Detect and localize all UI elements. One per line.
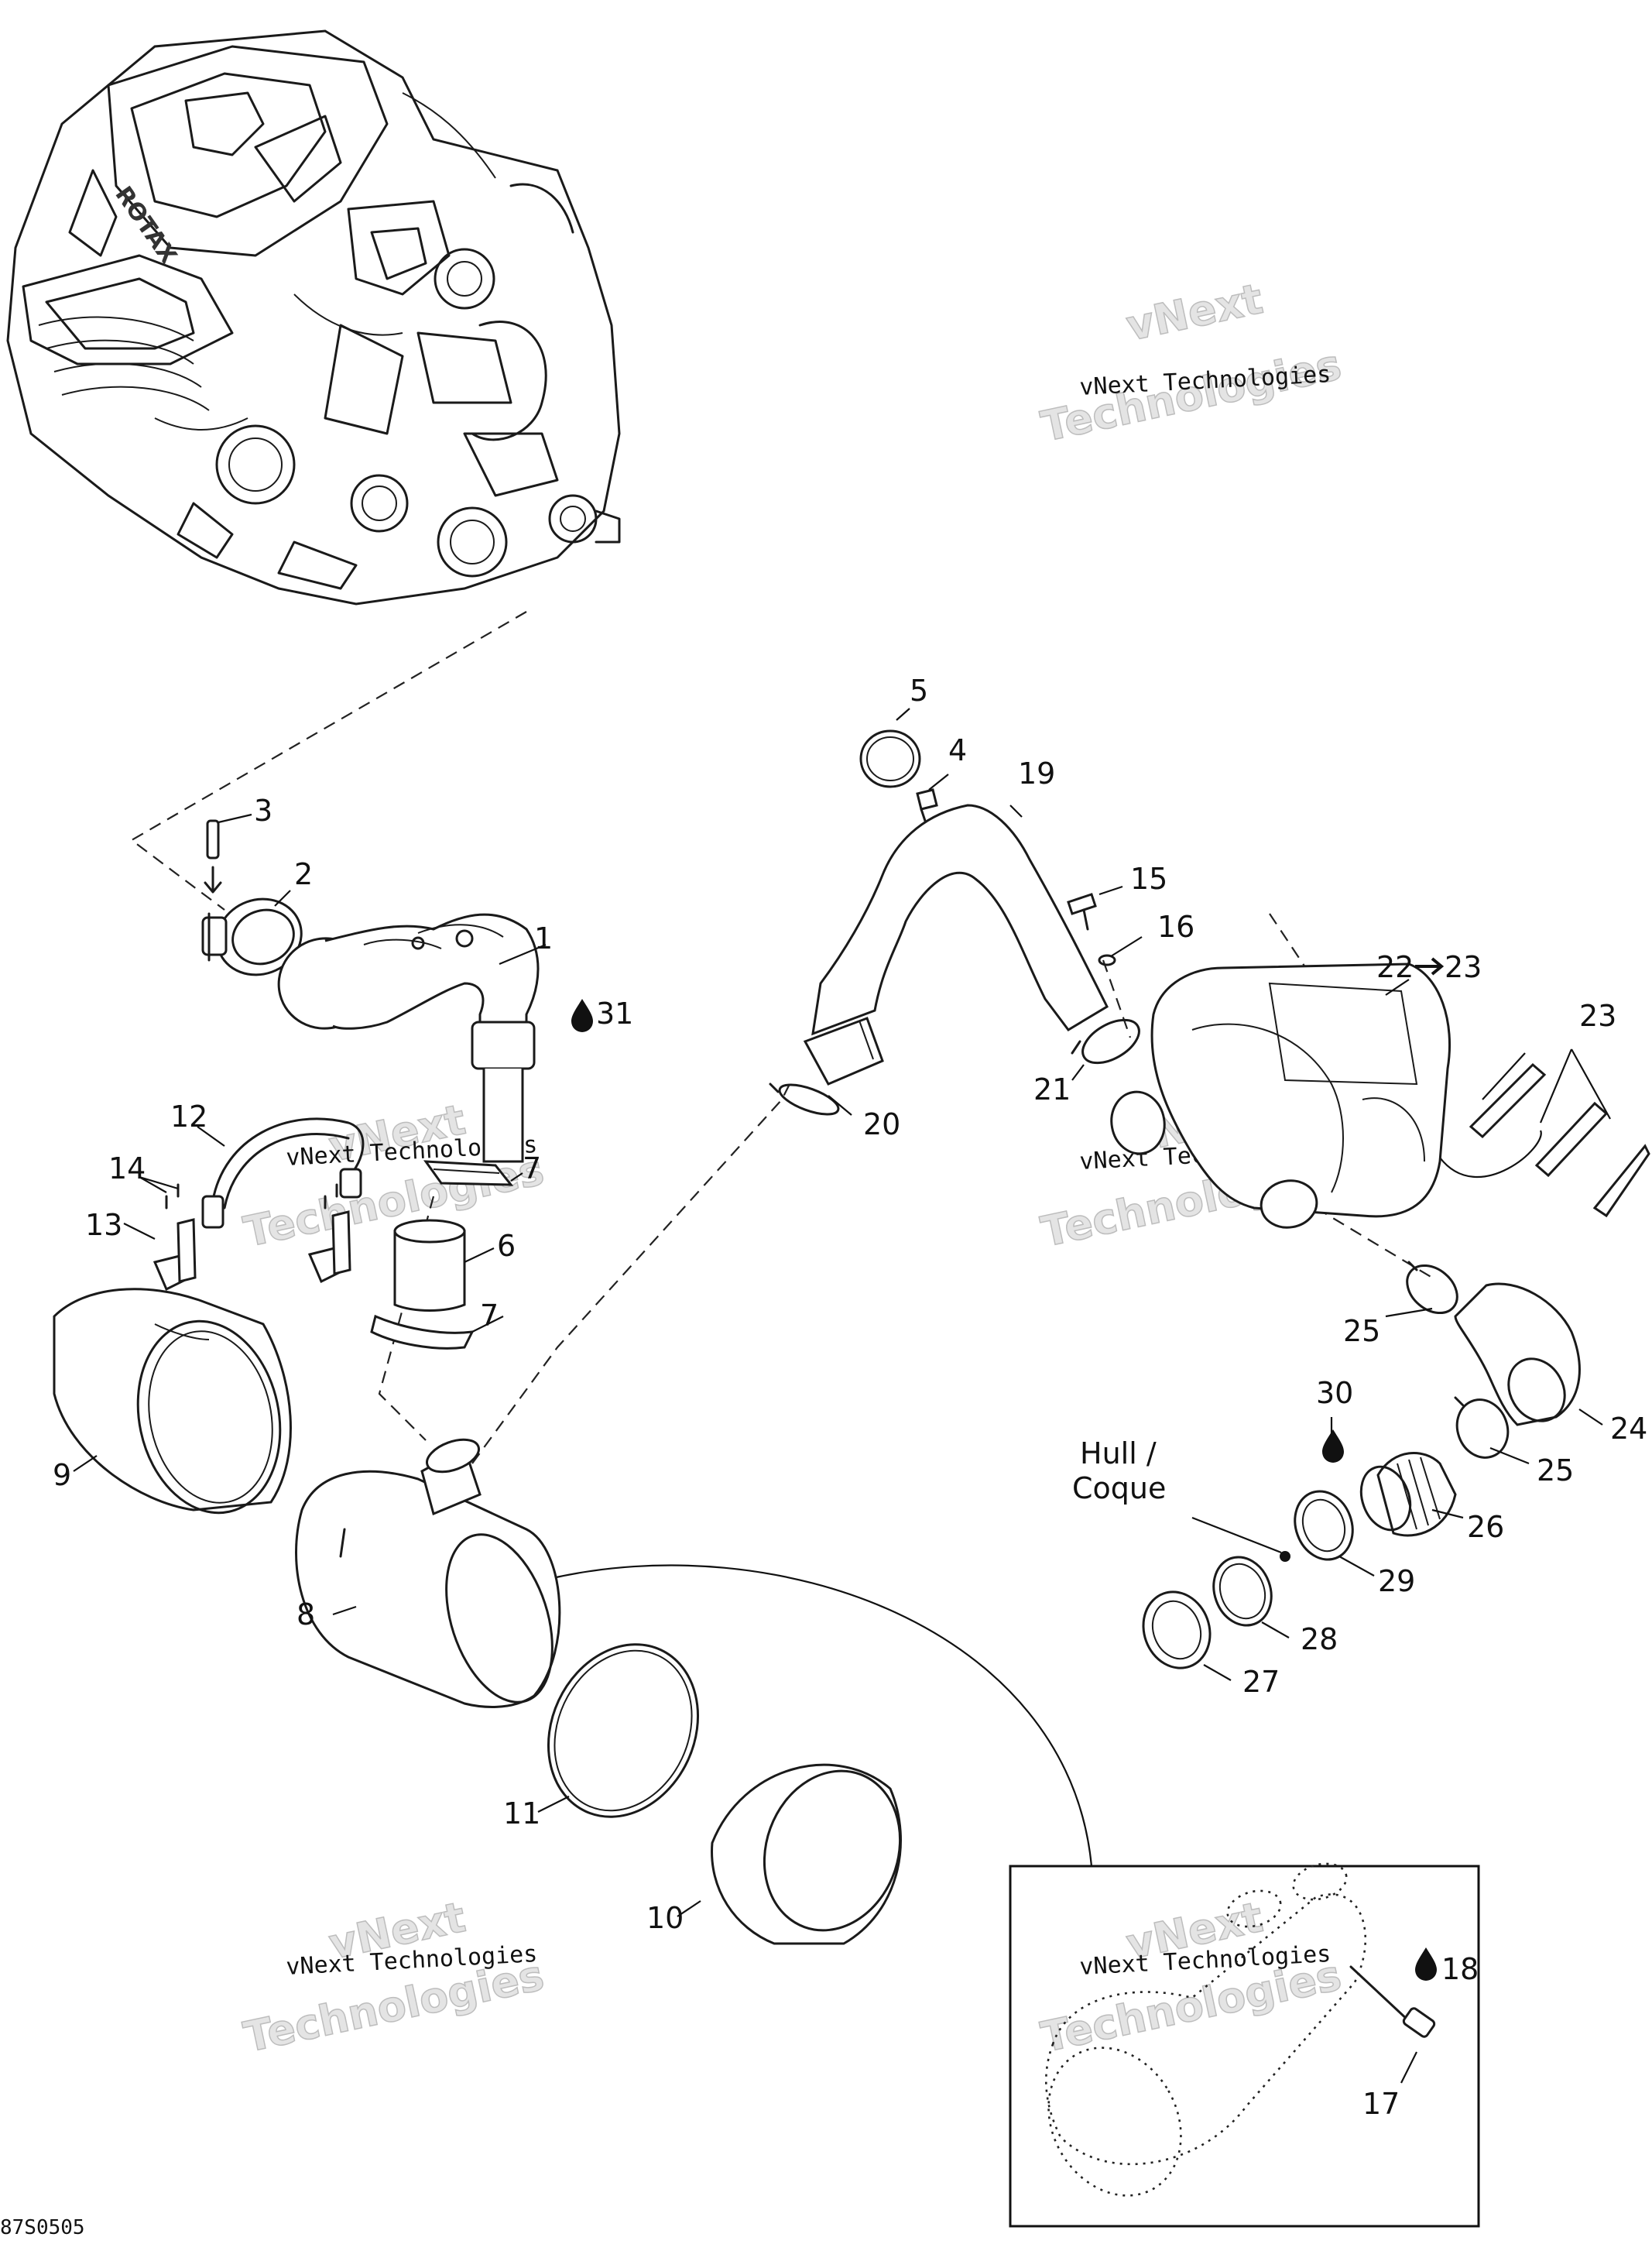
callout-19: 19 — [1018, 757, 1055, 791]
part-muffler — [295, 1438, 561, 1708]
part-clamp — [201, 897, 303, 976]
svg-text:vNext: vNext — [1122, 274, 1267, 351]
callout-20: 20 — [863, 1107, 900, 1141]
fluid-drop-icon — [1415, 1947, 1437, 1981]
callout-15: 15 — [1130, 862, 1167, 896]
callout-10: 10 — [646, 1901, 684, 1935]
callout-31-group: 31 — [571, 997, 633, 1032]
callout-23: 23 — [1579, 999, 1616, 1033]
callout-25-upper: 25 — [1343, 1314, 1380, 1348]
callout-18-group: 18 — [1415, 1947, 1479, 1986]
part-clamp-upper — [423, 1160, 514, 1186]
part-clamp-25b — [1454, 1396, 1510, 1459]
callout-8: 8 — [296, 1597, 315, 1632]
part-water-box — [1110, 962, 1451, 1229]
callout-30: 30 — [1316, 1376, 1353, 1410]
part-clamp-21 — [1071, 1018, 1140, 1065]
fluid-drop-icon — [571, 999, 593, 1032]
callout-30-group: 30 — [1316, 1376, 1353, 1463]
connection-lines — [130, 611, 1542, 1867]
callout-26: 26 — [1467, 1510, 1504, 1544]
watermark-top-right: vNext Technologies vNext Technologies — [1037, 273, 1346, 451]
part-gasket-29 — [1294, 1490, 1354, 1561]
callout-22: 22 — [1376, 950, 1414, 984]
engine-drawing: ROTAX — [6, 29, 621, 606]
callout-labels: 1 2 3 4 5 6 7 7 8 9 10 11 12 13 14 15 16… — [0, 674, 1647, 2239]
part-clamp-25a — [1406, 1261, 1458, 1315]
part-nut-27 — [1142, 1590, 1212, 1669]
callout-7-lower: 7 — [480, 1299, 499, 1333]
hull-marker-dot — [1280, 1551, 1290, 1562]
callout-13: 13 — [85, 1208, 122, 1242]
part-fitting-26 — [1359, 1452, 1457, 1537]
part-brackets — [153, 1183, 351, 1292]
callout-2: 2 — [294, 857, 313, 891]
exhaust-parts — [53, 729, 1650, 2228]
callout-22-group: 22 23 — [1376, 950, 1482, 984]
callout-17: 17 — [1362, 2087, 1400, 2121]
part-elbow-24 — [1454, 1282, 1581, 1426]
callout-16: 16 — [1157, 910, 1194, 944]
watermark-bottom-right: vNext Technologies vNext Technologies — [1037, 1892, 1346, 2062]
hull-label-line1: Hull / — [1080, 1436, 1157, 1470]
callout-5: 5 — [910, 674, 928, 708]
callout-11: 11 — [503, 1796, 540, 1831]
callout-31: 31 — [596, 997, 633, 1031]
callout-3: 3 — [254, 794, 272, 828]
part-outer-tube — [53, 1288, 292, 1515]
part-exhaust-pipe — [277, 913, 540, 1163]
inset-detail-box — [1009, 1862, 1480, 2228]
callout-9: 9 — [53, 1458, 71, 1492]
part-hose — [201, 1117, 365, 1229]
part-pads — [1469, 1062, 1650, 1218]
callout-6: 6 — [497, 1229, 516, 1263]
part-pin — [204, 819, 222, 894]
part-screw-washer — [1067, 893, 1116, 966]
callout-1: 1 — [534, 921, 553, 956]
part-sleeve — [393, 1219, 466, 1312]
hull-label-line2: Coque — [1072, 1471, 1166, 1505]
callout-7-upper: 7 — [523, 1151, 541, 1185]
right-arrow-icon — [1415, 957, 1445, 976]
callout-14: 14 — [108, 1151, 146, 1185]
callout-27: 27 — [1242, 1665, 1280, 1699]
callout-25-lower: 25 — [1537, 1453, 1574, 1487]
callout-12: 12 — [170, 1100, 207, 1134]
part-hose-elbow — [803, 804, 1109, 1086]
watermark-bottom-left: vNext Technologies vNext Technologies — [239, 1892, 549, 2062]
part-clamp-ring — [859, 729, 921, 788]
reference-code: 87S0505 — [0, 2216, 85, 2239]
callout-18: 18 — [1441, 1952, 1479, 1986]
part-hose-clamp — [769, 1083, 840, 1116]
part-ring — [547, 1643, 700, 1818]
callout-22-ref: 23 — [1445, 950, 1482, 984]
part-clamp-lower — [370, 1314, 475, 1350]
callout-28: 28 — [1301, 1622, 1338, 1656]
callout-24: 24 — [1610, 1412, 1647, 1446]
callout-29: 29 — [1378, 1564, 1415, 1598]
fluid-drop-icon — [1322, 1429, 1344, 1463]
part-end-cap — [711, 1763, 902, 1945]
callout-4: 4 — [948, 733, 967, 767]
callout-21: 21 — [1033, 1072, 1071, 1107]
part-gasket-28 — [1212, 1556, 1273, 1627]
part-screw — [916, 788, 938, 822]
